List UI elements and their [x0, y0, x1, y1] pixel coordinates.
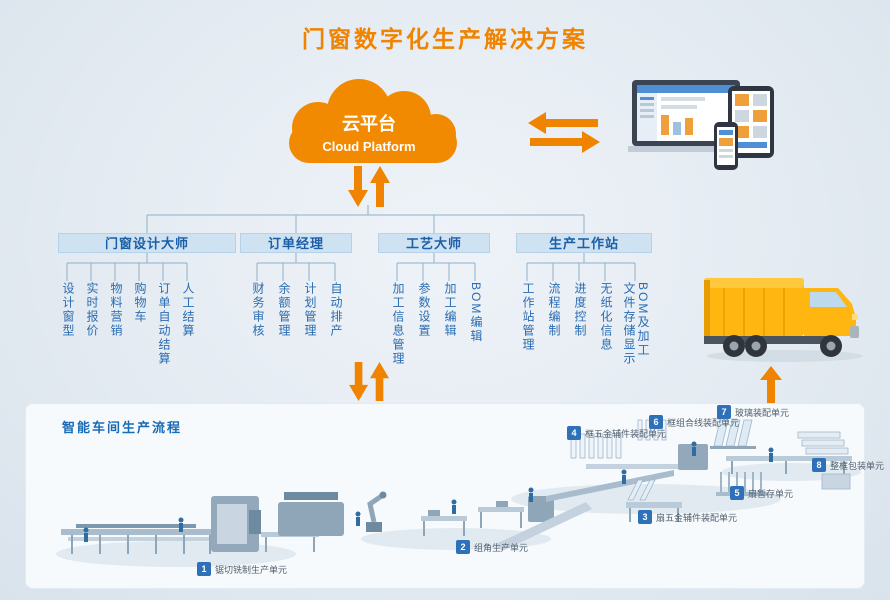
truck-icon: [704, 278, 863, 362]
unit-number: 7: [717, 405, 731, 419]
unit-marker: 3 扇五金辅件装配单元: [638, 510, 737, 524]
branch-leaves-process-master: 加工信息管理 参数设置 加工编辑 BOM编辑: [386, 282, 486, 368]
leaf: 无纸化信息: [599, 282, 613, 352]
leaf: 参数设置: [417, 282, 431, 338]
leaf: 实时报价: [85, 282, 99, 338]
cloud-icon: 云平台 Cloud Platform: [289, 79, 457, 163]
devices-illustration: [628, 80, 774, 170]
branch-header-process-master: 工艺大师: [378, 233, 490, 253]
workers: [83, 441, 774, 542]
unit-number: 5: [730, 486, 744, 500]
unit-number: 6: [649, 415, 663, 429]
tree-workshop-arrows-icon: [349, 362, 390, 402]
cloud-tree-arrows-icon: [348, 166, 390, 207]
robot-arm: [366, 491, 387, 532]
unit-label: 框组合线装配单元: [667, 417, 740, 428]
branch-header-production-workstation: 生产工作站: [516, 233, 652, 253]
unit-label: 整框包装单元: [830, 460, 885, 471]
truck-up-arrow-icon: [760, 366, 782, 404]
leaf: 物料营销: [109, 282, 123, 338]
unit-number: 3: [638, 510, 652, 524]
phone-icon: [714, 122, 738, 170]
leaf: 流程编制: [547, 282, 561, 338]
branch-leaves-production-workstation: 工作站管理 流程编制 进度控制 无纸化信息 文件存储显示BOM及加工: [516, 282, 650, 368]
unit-label: 锯切铣制生产单元: [215, 564, 288, 575]
cloud-subtitle: Cloud Platform: [322, 139, 415, 154]
workshop-illustration: [56, 419, 861, 567]
leaf: 订单自动结算: [157, 282, 171, 366]
leaf: 文件存储显示BOM及加工: [622, 282, 650, 366]
unit-marker: 1 锯切铣制生产单元: [197, 562, 287, 576]
unit-number: 2: [456, 540, 470, 554]
unit-marker: 6 框组合线装配单元: [649, 415, 739, 429]
leaf: 购物车: [133, 282, 147, 324]
unit-marker: 4 框五金辅件装配单元: [567, 426, 666, 440]
unit-label: 玻璃装配单元: [735, 407, 790, 418]
unit-marker: 5 扇暂存单元: [730, 486, 793, 500]
leaf: 工作站管理: [521, 282, 535, 352]
unit-label: 扇五金辅件装配单元: [656, 512, 738, 523]
leaf: BOM编辑: [469, 282, 483, 344]
leaf: 设计窗型: [61, 282, 75, 338]
tree-connectors: [66, 205, 636, 281]
workshop-panel: 智能车间生产流程: [25, 403, 884, 589]
unit-marker: 8 整框包装单元: [812, 458, 884, 472]
packing-area: [797, 431, 851, 490]
leaf: 加工信息管理: [391, 282, 405, 366]
branch-leaves-design-master: 设计窗型 实时报价 物料营销 购物车 订单自动结算 人工结算: [56, 282, 198, 368]
cutting-line: [61, 492, 344, 554]
branch-leaves-order-manager: 财务审核 余额管理 计划管理 自动排产: [246, 282, 346, 368]
leaf: 人工结算: [181, 282, 195, 338]
tablet-icon: [728, 86, 774, 158]
unit-number: 4: [567, 426, 581, 440]
unit-label: 框五金辅件装配单元: [585, 428, 667, 439]
glass-racks: [710, 419, 852, 474]
leaf: 进度控制: [573, 282, 587, 338]
page-title: 门窗数字化生产解决方案: [302, 26, 588, 52]
unit-marker: 2 组角生产单元: [456, 540, 528, 554]
branch-header-design-master: 门窗设计大师: [58, 233, 236, 253]
unit-number: 1: [197, 562, 211, 576]
unit-number: 8: [812, 458, 826, 472]
unit-label: 扇暂存单元: [748, 488, 794, 499]
leaf: 余额管理: [277, 282, 291, 338]
leaf: 财务审核: [251, 282, 265, 338]
unit-marker: 7 玻璃装配单元: [717, 405, 789, 419]
workshop-title: 智能车间生产流程: [62, 420, 183, 435]
leaf: 加工编辑: [443, 282, 457, 338]
branch-header-order-manager: 订单经理: [240, 233, 352, 253]
unit-label: 组角生产单元: [474, 542, 529, 553]
cloud-title: 云平台: [342, 113, 396, 134]
sync-arrows-icon: [528, 112, 600, 153]
leaf: 计划管理: [303, 282, 317, 338]
corner-crimping: [421, 496, 592, 551]
frame-assembly: [546, 419, 708, 522]
leaf: 自动排产: [329, 282, 343, 338]
